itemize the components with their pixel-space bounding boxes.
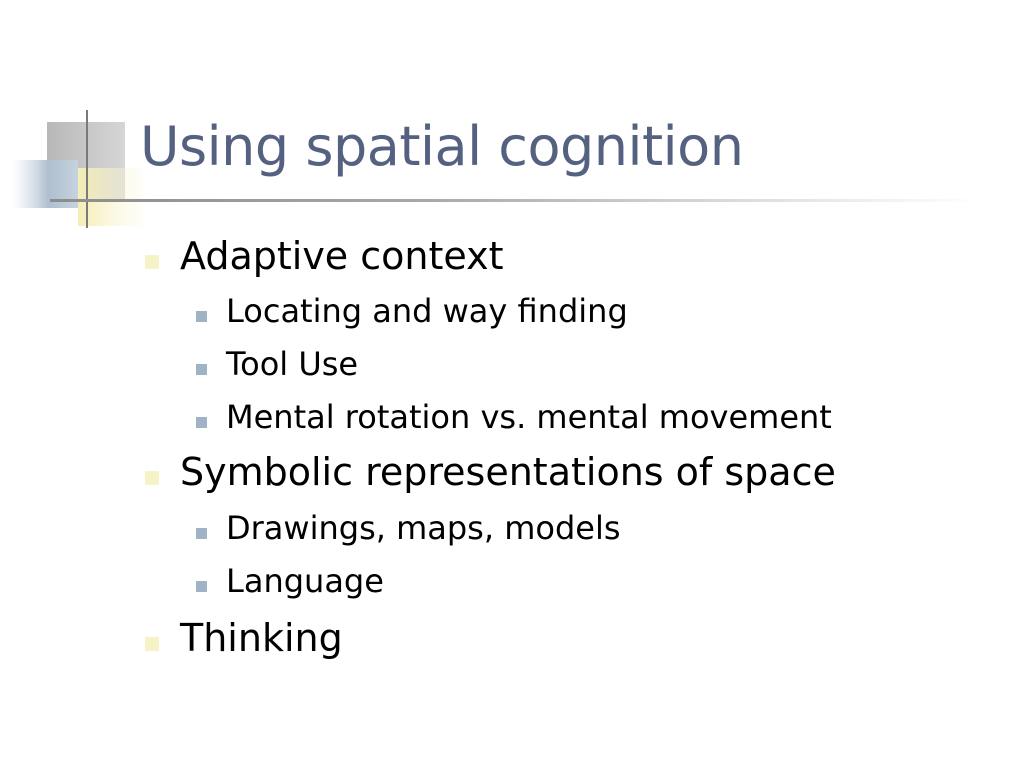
slide-title: Using spatial cognition xyxy=(140,115,744,178)
bullet-item: Adaptive context xyxy=(180,234,504,278)
bullet-marker-level1 xyxy=(145,255,159,269)
bullet-marker-level2 xyxy=(196,417,207,428)
bullet-marker-level1 xyxy=(145,471,159,485)
title-underline xyxy=(50,199,980,202)
sub-bullet-item: Mental rotation vs. mental movement xyxy=(226,398,832,436)
corner-decoration xyxy=(12,110,142,228)
bullet-marker-level2 xyxy=(196,581,207,592)
bullet-item: Thinking xyxy=(180,616,343,660)
sub-bullet-item: Drawings, maps, models xyxy=(226,509,621,547)
bullet-item: Symbolic representations of space xyxy=(180,450,836,494)
sub-bullet-item: Locating and way finding xyxy=(226,292,628,330)
bullet-marker-level1 xyxy=(145,637,159,651)
sub-bullet-item: Language xyxy=(226,562,384,600)
bullet-marker-level2 xyxy=(196,528,207,539)
sub-bullet-item: Tool Use xyxy=(226,345,359,383)
bullet-marker-level2 xyxy=(196,311,207,322)
deco-yellow-square xyxy=(78,168,142,226)
bullet-marker-level2 xyxy=(196,364,207,375)
